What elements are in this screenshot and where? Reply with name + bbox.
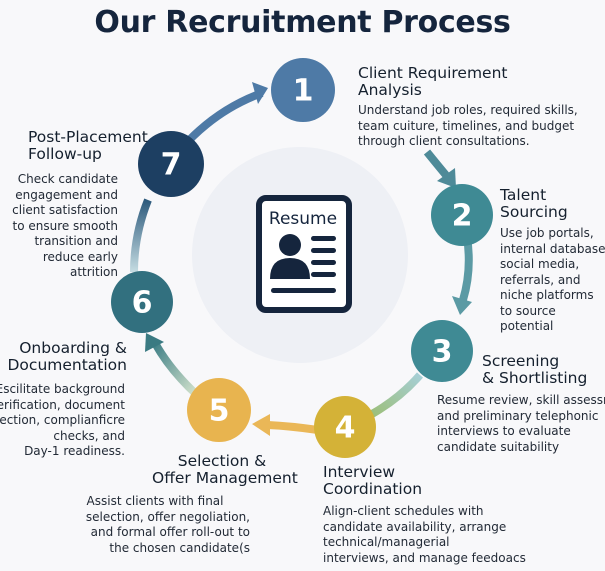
- step-7-desc-line: to ensure smooth: [12, 218, 118, 233]
- step-7-title-line: Post-Placement: [28, 128, 148, 146]
- step-3-title: Screening & Shortlisting: [482, 353, 587, 387]
- step-4-title-line: Interview: [323, 463, 396, 481]
- step-node-3[interactable]: 3: [411, 320, 473, 382]
- step-2-description: Use job portals, internal databases soci…: [500, 226, 605, 335]
- arrow-1-to-2: [423, 149, 456, 188]
- step-node-4[interactable]: 4: [314, 396, 376, 458]
- step-6-description: Escilitate background erification, docum…: [0, 382, 125, 460]
- step-number-6: 6: [132, 286, 153, 321]
- step-node-2[interactable]: 2: [431, 184, 493, 246]
- person-body: [270, 258, 310, 279]
- step-2-desc-line: internal databases: [500, 241, 605, 256]
- step-3-desc-line: interviews to evaluate: [437, 424, 571, 438]
- step-2-title-line: Talent: [500, 186, 547, 204]
- step-1-title-line: Client Requirement: [358, 64, 508, 82]
- step-7-title: Post-Placement Follow-up: [28, 129, 148, 163]
- step-node-6[interactable]: 6: [111, 271, 173, 333]
- arrow-5-to-6: [145, 333, 200, 398]
- step-1-title: Client Requirement Analysis: [358, 65, 507, 99]
- step-number-3: 3: [432, 335, 453, 370]
- step-4-desc-line: candidate availability, arrange: [323, 519, 507, 534]
- step-1-desc-line: team cuiture, timelines, and budget: [358, 118, 575, 133]
- page-title: Our Recruitment Process: [94, 5, 511, 40]
- step-2-title-line: Sourcing: [500, 203, 568, 221]
- step-5-desc-line: Assist clients with final: [86, 494, 224, 508]
- step-2-desc-line: niche platforms: [500, 288, 594, 302]
- arrow-6-to-7: [130, 198, 152, 273]
- step-2-desc-line: potential: [500, 319, 554, 333]
- step-number-2: 2: [452, 199, 473, 234]
- step-5-title-line: Offer Management: [152, 469, 298, 487]
- step-node-7[interactable]: 7: [138, 131, 204, 197]
- step-5-title: Selection & Offer Management: [152, 452, 298, 487]
- step-number-1: 1: [293, 74, 314, 109]
- step-6-desc-line: Escilitate background: [0, 382, 125, 396]
- step-5-title-line: Selection &: [177, 452, 267, 470]
- step-4-title-line: Coordination: [323, 480, 423, 498]
- step-4-title: Interview Coordination: [323, 464, 422, 498]
- step-number-5: 5: [209, 394, 230, 429]
- step-3-desc-line: candidate suitability: [437, 439, 560, 454]
- step-4-desc-line: technical/managerial: [323, 535, 450, 549]
- step-6-desc-line: lection, complianficre: [0, 413, 125, 427]
- step-1-title-line: Analysis: [358, 81, 422, 99]
- step-3-desc-line: Resume review, skill assessm: [437, 393, 605, 407]
- step-7-desc-line: transition and: [34, 234, 118, 248]
- step-6-desc-line: Day-1 readiness.: [24, 444, 125, 458]
- step-1-desc-line: Understand job roles, required skills,: [358, 103, 578, 117]
- step-number-4: 4: [335, 411, 356, 446]
- step-4-description: Align-client schedules with candidate av…: [323, 504, 526, 566]
- step-5-desc-line: and formal offer roll-out to: [90, 525, 250, 539]
- step-5-desc-line: the chosen candidate(s: [109, 540, 250, 555]
- step-3-title-line: Screening: [482, 352, 560, 370]
- step-3-description: Resume review, skill assessm and prelimi…: [437, 393, 605, 455]
- step-4-desc-line: Align-client schedules with: [323, 504, 484, 518]
- step-6-title: Onboarding & Documentation: [0, 339, 128, 374]
- step-1-description: Understand job roles, required skills, t…: [358, 103, 578, 150]
- step-4-desc-line: interviews, and manage feedoacs: [323, 550, 526, 565]
- step-5-desc-line: selection, offer negoliation,: [85, 509, 250, 524]
- arrow-4-to-5: [252, 414, 319, 436]
- step-5-description: Assist clients with final selection, off…: [60, 494, 250, 556]
- step-6-title-line: Documentation: [7, 356, 128, 374]
- step-7-desc-line: Check candidate: [17, 172, 118, 186]
- step-2-title: Talent Sourcing: [500, 187, 568, 221]
- step-node-1[interactable]: 1: [271, 58, 335, 122]
- step-7-desc-line: client satisfaction: [12, 203, 118, 217]
- arrow-2-to-3: [452, 236, 473, 315]
- step-2-desc-line: to source: [500, 303, 556, 318]
- step-2-desc-line: Use job portals,: [500, 226, 594, 240]
- step-7-description: Check candidate engagement and client sa…: [0, 172, 118, 281]
- step-3-title-line: & Shortlisting: [482, 369, 588, 387]
- step-7-desc-line: reduce early: [42, 249, 118, 264]
- step-1-desc-line: through client consultations.: [358, 134, 530, 148]
- step-6-title-line: Onboarding &: [19, 339, 127, 357]
- step-6-desc-line: checks, and: [53, 428, 125, 443]
- step-number-7: 7: [161, 148, 182, 183]
- arrow-3-to-4: [370, 372, 424, 418]
- resume-icon: Resume: [256, 195, 352, 313]
- step-7-desc-line: attrition: [69, 265, 118, 279]
- step-3-desc-line: and preliminary telephonic: [437, 408, 599, 423]
- step-7-title-line: Follow-up: [28, 145, 102, 163]
- step-6-desc-line: erification, document: [0, 397, 125, 412]
- step-2-desc-line: social media,: [500, 257, 580, 271]
- person-head: [279, 234, 301, 256]
- step-2-desc-line: referrals, and: [500, 272, 581, 287]
- resume-label: Resume: [269, 209, 337, 229]
- step-node-5[interactable]: 5: [187, 378, 251, 442]
- step-7-desc-line: engagement and: [15, 187, 118, 202]
